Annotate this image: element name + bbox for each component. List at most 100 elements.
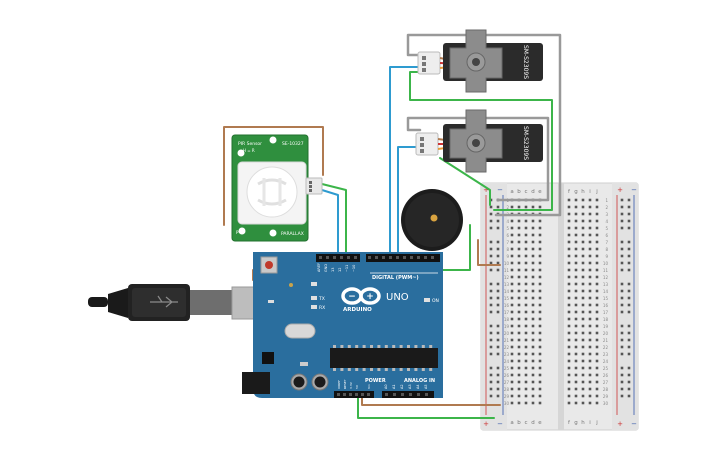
bb-hole[interactable] (517, 359, 521, 363)
header-pin[interactable] (382, 256, 385, 259)
bb-rail-hole[interactable] (620, 380, 624, 384)
header-pin[interactable] (401, 393, 404, 396)
bb-rail-hole[interactable] (489, 268, 493, 272)
bb-hole[interactable] (574, 373, 578, 377)
bb-rail-hole[interactable] (489, 303, 493, 307)
bb-hole[interactable] (567, 205, 571, 209)
bb-hole[interactable] (524, 282, 528, 286)
header-pin[interactable] (326, 256, 329, 259)
bb-hole[interactable] (567, 219, 571, 223)
bb-hole[interactable] (517, 268, 521, 272)
bb-rail-hole[interactable] (620, 338, 624, 342)
bb-hole[interactable] (574, 366, 578, 370)
bb-hole[interactable] (524, 401, 528, 405)
bb-rail-hole[interactable] (627, 352, 631, 356)
bb-hole[interactable] (510, 233, 514, 237)
bb-hole[interactable] (588, 247, 592, 251)
bb-hole[interactable] (567, 394, 571, 398)
bb-hole[interactable] (538, 226, 542, 230)
bb-rail-hole[interactable] (620, 261, 624, 265)
servo-motor-1[interactable]: SM-S2309S (417, 29, 543, 93)
header-pin[interactable] (431, 256, 434, 259)
bb-hole[interactable] (510, 261, 514, 265)
bb-hole[interactable] (588, 296, 592, 300)
bb-rail-hole[interactable] (489, 345, 493, 349)
bb-rail-hole[interactable] (496, 366, 500, 370)
bb-rail-hole[interactable] (627, 212, 631, 216)
bb-hole[interactable] (538, 317, 542, 321)
bb-hole[interactable] (531, 338, 535, 342)
bb-hole[interactable] (581, 394, 585, 398)
bb-hole[interactable] (581, 205, 585, 209)
bb-rail-hole[interactable] (620, 205, 624, 209)
bb-rail-hole[interactable] (496, 324, 500, 328)
bb-rail-hole[interactable] (496, 254, 500, 258)
header-pin[interactable] (375, 256, 378, 259)
bb-hole[interactable] (538, 387, 542, 391)
bb-hole[interactable] (531, 268, 535, 272)
bb-rail-hole[interactable] (489, 247, 493, 251)
bb-hole[interactable] (517, 247, 521, 251)
bb-hole[interactable] (567, 373, 571, 377)
bb-rail-hole[interactable] (496, 289, 500, 293)
bb-hole[interactable] (567, 338, 571, 342)
bb-rail-hole[interactable] (496, 373, 500, 377)
bb-hole[interactable] (588, 282, 592, 286)
bb-hole[interactable] (595, 282, 599, 286)
bb-hole[interactable] (517, 338, 521, 342)
header-pin[interactable] (417, 256, 420, 259)
bb-rail-hole[interactable] (627, 345, 631, 349)
bb-hole[interactable] (531, 240, 535, 244)
bb-hole[interactable] (581, 226, 585, 230)
bb-hole[interactable] (595, 380, 599, 384)
bb-rail-hole[interactable] (496, 247, 500, 251)
pir-sensor[interactable]: PIR Sensor H = R SE-10327 P PARALLAX (231, 134, 323, 242)
bb-rail-hole[interactable] (620, 268, 624, 272)
bb-hole[interactable] (574, 247, 578, 251)
bb-hole[interactable] (574, 324, 578, 328)
bb-rail-hole[interactable] (496, 226, 500, 230)
bb-hole[interactable] (567, 254, 571, 258)
bb-hole[interactable] (517, 345, 521, 349)
header-pin[interactable] (396, 256, 399, 259)
bb-hole[interactable] (567, 282, 571, 286)
bb-hole[interactable] (574, 205, 578, 209)
bb-hole[interactable] (510, 359, 514, 363)
bb-rail-hole[interactable] (620, 394, 624, 398)
bb-hole[interactable] (595, 401, 599, 405)
bb-rail-hole[interactable] (496, 296, 500, 300)
bb-hole[interactable] (581, 198, 585, 202)
bb-hole[interactable] (581, 303, 585, 307)
bb-hole[interactable] (595, 205, 599, 209)
bb-hole[interactable] (581, 324, 585, 328)
bb-rail-hole[interactable] (627, 240, 631, 244)
bb-hole[interactable] (588, 219, 592, 223)
bb-hole[interactable] (581, 282, 585, 286)
bb-rail-hole[interactable] (496, 380, 500, 384)
bb-hole[interactable] (510, 331, 514, 335)
bb-hole[interactable] (517, 366, 521, 370)
bb-hole[interactable] (595, 387, 599, 391)
bb-hole[interactable] (531, 345, 535, 349)
bb-hole[interactable] (524, 380, 528, 384)
bb-rail-hole[interactable] (496, 205, 500, 209)
bb-hole[interactable] (581, 338, 585, 342)
bb-hole[interactable] (574, 289, 578, 293)
bb-hole[interactable] (581, 317, 585, 321)
bb-hole[interactable] (531, 289, 535, 293)
bb-rail-hole[interactable] (627, 219, 631, 223)
bb-hole[interactable] (524, 303, 528, 307)
bb-hole[interactable] (567, 310, 571, 314)
bb-hole[interactable] (567, 275, 571, 279)
bb-hole[interactable] (588, 275, 592, 279)
bb-hole[interactable] (510, 338, 514, 342)
bb-hole[interactable] (581, 345, 585, 349)
bb-hole[interactable] (538, 205, 542, 209)
bb-hole[interactable] (574, 310, 578, 314)
bb-hole[interactable] (574, 219, 578, 223)
bb-rail-hole[interactable] (489, 387, 493, 391)
bb-hole[interactable] (538, 247, 542, 251)
bb-hole[interactable] (595, 394, 599, 398)
bb-hole[interactable] (524, 226, 528, 230)
bb-hole[interactable] (531, 366, 535, 370)
